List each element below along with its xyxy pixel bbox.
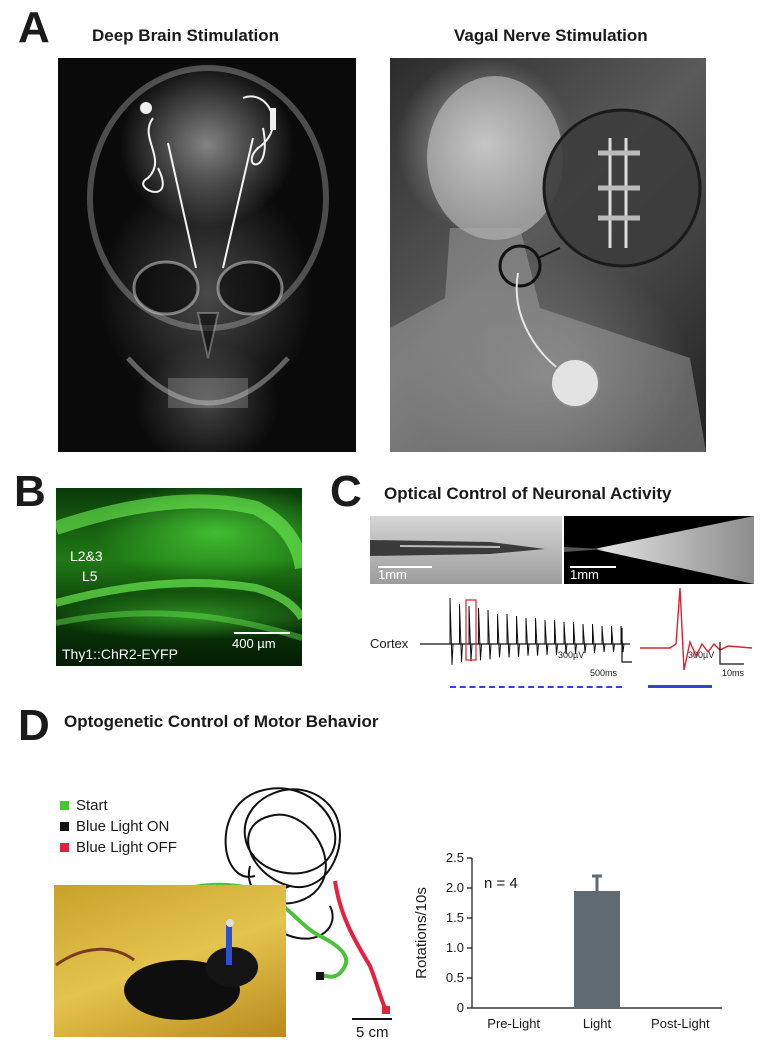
cortex-spike	[468, 605, 473, 662]
y-tick-label: 0	[457, 1000, 464, 1015]
transgene-caption: Thy1::ChR2-EYFP	[62, 646, 178, 662]
light-pulses-dashed	[450, 686, 622, 688]
legend-light-off-label: Blue Light OFF	[76, 839, 177, 856]
sample-size-annotation: n = 4	[484, 875, 518, 892]
y-tick-label: 0.5	[446, 970, 464, 985]
panel-d-letter: D	[18, 701, 50, 750]
trace-scale-bar	[621, 628, 632, 663]
scale-bar-1mm-left-label: 1mm	[378, 567, 407, 582]
cortex-spike	[535, 617, 539, 656]
spike-scale-time: 10ms	[722, 668, 745, 678]
y-tick-label: 1.0	[446, 940, 464, 955]
dbs-xray-image	[58, 58, 356, 452]
cortex-spike	[611, 625, 615, 653]
path-light-on	[224, 787, 341, 905]
cortex-spike	[592, 623, 596, 654]
panel-a-letter: A	[18, 3, 50, 52]
scale-bar-1mm-right	[570, 566, 616, 568]
optrode-drawing	[370, 540, 545, 556]
cortex-trace	[420, 597, 630, 665]
light-cone-drawing	[564, 516, 754, 584]
cortex-spike	[544, 619, 549, 655]
dbs-xray-drawing	[87, 65, 329, 408]
cortex-spike	[478, 607, 482, 661]
scale-bar-400um-label: 400 µm	[232, 636, 276, 651]
cortex-spike	[516, 615, 520, 657]
spike-scale-voltage: 300µV	[688, 650, 715, 660]
legend-light-off-swatch	[60, 843, 69, 852]
optrode-photo: 1mm	[370, 516, 562, 584]
bar	[574, 891, 620, 1008]
x-tick-label: Post-Light	[651, 1016, 710, 1031]
legend-light-on-swatch	[60, 822, 69, 831]
layer-label-l23: L2&3	[70, 548, 103, 564]
motor-behavior-title: Optogenetic Control of Motor Behavior	[64, 712, 379, 731]
scale-bar-1mm-left	[378, 566, 432, 568]
cortex-spike	[449, 597, 454, 665]
layer-label-l5: L5	[82, 568, 98, 584]
fluorescence-drawing	[56, 494, 302, 641]
cortex-spike	[459, 603, 463, 663]
path-switch-marker	[316, 972, 324, 980]
cortex-trace-label: Cortex	[370, 636, 409, 651]
panel-b-letter: B	[14, 467, 46, 516]
mouse-photo	[54, 885, 286, 1037]
cortex-spike	[582, 623, 587, 654]
spike-scale-bar	[719, 642, 744, 665]
vns-illustration-drawing	[390, 76, 706, 452]
cortex-spike	[563, 621, 568, 654]
trace-scale-time: 500ms	[590, 668, 618, 678]
legend-start-swatch	[60, 801, 69, 810]
cortex-spike	[573, 621, 577, 654]
cortex-spike-train	[449, 597, 625, 665]
legend-start-label: Start	[76, 797, 108, 814]
optrode-light-photo: 1mm	[564, 516, 754, 584]
x-tick-label: Light	[583, 1016, 612, 1031]
cortex-fluorescence-image: L2&3 L5 400 µm Thy1::ChR2-EYFP	[56, 488, 302, 666]
mouse-drawing	[55, 919, 258, 1020]
path-light-off	[333, 880, 388, 1011]
path-end-marker	[382, 1006, 390, 1014]
trace-scale-voltage: 300µV	[558, 650, 585, 660]
cortex-spike	[497, 613, 501, 658]
x-tick-label: Pre-Light	[487, 1016, 540, 1031]
cortex-spike	[506, 613, 511, 658]
path-scale-label: 5 cm	[356, 1024, 389, 1041]
panel-c-letter: C	[330, 467, 362, 516]
y-axis-label: Rotations/10s	[413, 887, 430, 979]
cortex-spike	[525, 617, 530, 656]
y-tick-label: 2.0	[446, 880, 464, 895]
vns-illustration	[390, 58, 706, 452]
optical-control-title: Optical Control of Neuronal Activity	[384, 484, 672, 503]
spike-highlight-box	[465, 599, 477, 661]
scale-bar-1mm-right-label: 1mm	[570, 567, 599, 582]
y-tick-label: 1.5	[446, 910, 464, 925]
light-pulse-solid	[648, 685, 712, 688]
cortex-spike	[487, 609, 492, 660]
dbs-title: Deep Brain Stimulation	[92, 26, 280, 45]
legend-light-on-label: Blue Light ON	[76, 818, 170, 835]
cortex-spike	[554, 619, 558, 655]
path-scale-bar	[352, 1018, 392, 1020]
cortex-spike	[601, 625, 606, 653]
vns-title: Vagal Nerve Stimulation	[454, 26, 648, 45]
scale-bar-400um	[234, 632, 290, 634]
y-tick-label: 2.5	[446, 850, 464, 865]
